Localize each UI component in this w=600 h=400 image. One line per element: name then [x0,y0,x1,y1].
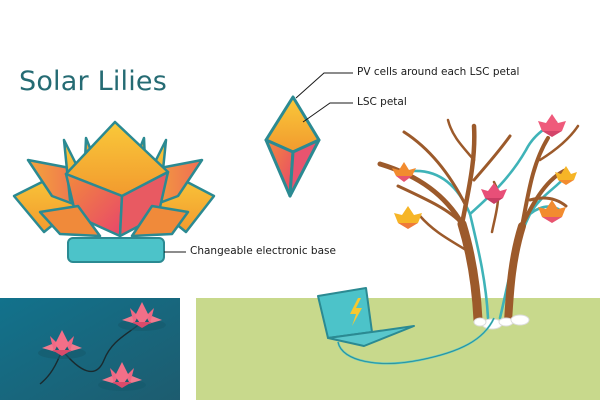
water-cable [61,321,143,373]
electronic-base [67,237,165,263]
lsc-petal-pointer-line [302,102,353,123]
lily-icon [118,302,166,331]
leaf-icon [555,166,577,185]
lily-icon [38,330,86,359]
lily-icon [98,362,146,391]
lsc-petal-icon [264,95,321,198]
tree-leaves [392,114,577,229]
leaf-icon [481,183,507,204]
pv-cells-label: PV cells around each LSC petal [357,66,520,78]
leaf-icon [538,114,566,137]
leaf-icon [538,200,566,223]
page-title: Solar Lilies [19,66,168,97]
water-panel [0,298,180,400]
water-lilies [38,302,166,391]
bolt-icon [350,298,362,326]
rocks [473,314,530,330]
base-label: Changeable electronic base [190,245,336,257]
lsc-petal-label: LSC petal [357,96,407,108]
pv-cells-pointer-line [295,72,353,99]
laptop-icon [317,287,415,347]
tree-icon [377,118,580,326]
main-lily-icon [12,120,216,238]
leaf-icon [392,162,416,182]
grass-panel [196,298,600,400]
leaf-icon [394,206,422,229]
